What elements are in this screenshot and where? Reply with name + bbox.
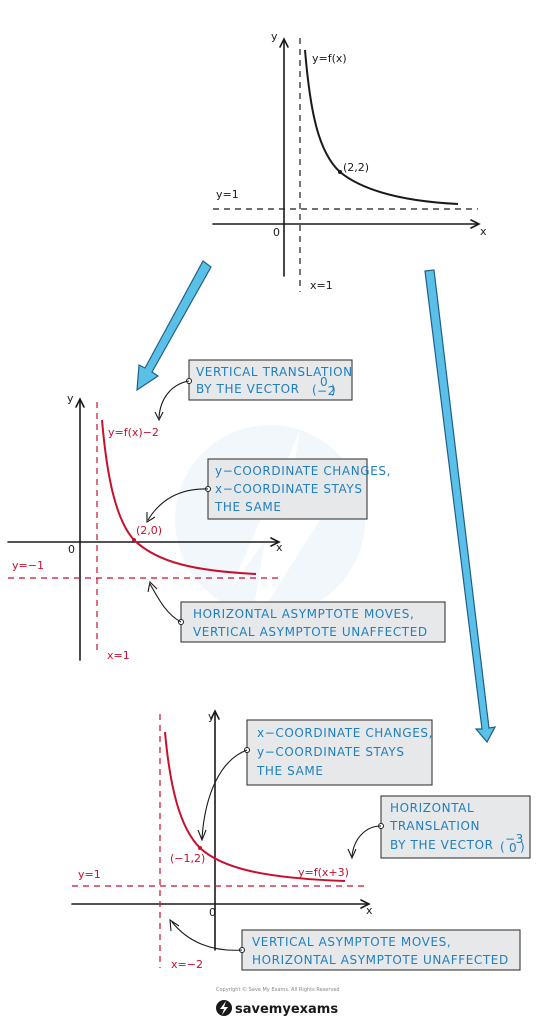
note-line-3: THE SAME <box>214 500 282 514</box>
x-axis-label: x <box>480 225 487 238</box>
arrow-to-vertical-translation <box>136 260 212 392</box>
note-x-coordinate-changes: x−COORDINATE CHANGES, y−COORDINATE STAYS… <box>197 719 433 842</box>
vector-open-paren: ( <box>500 840 505 854</box>
brand-name: savemyexams <box>235 1002 338 1017</box>
note-leader-arrowhead <box>347 848 357 860</box>
point-label: (2,0) <box>136 524 162 537</box>
vector-close-paren: ) <box>520 840 525 854</box>
note-leader <box>149 583 182 623</box>
y-axis-arrow <box>279 37 289 48</box>
note-leader <box>351 825 382 857</box>
curve-original <box>304 49 459 205</box>
horizontal-asymptote-label: y=1 <box>216 188 239 201</box>
note-line-1: HORIZONTAL ASYMPTOTE MOVES, <box>193 607 414 621</box>
y-axis-arrow <box>75 397 85 408</box>
note-line-1: x−COORDINATE CHANGES, <box>257 726 433 740</box>
note-line-2: y−COORDINATE STAYS <box>257 745 405 759</box>
note-leader <box>147 488 209 521</box>
x-axis-arrow <box>360 899 371 909</box>
note-line-1: VERTICAL ASYMPTOTE MOVES, <box>252 935 451 949</box>
vertical-asymptote-label: x=−2 <box>171 958 203 971</box>
origin-label: 0 <box>68 543 75 556</box>
brand-logo-icon <box>216 1000 232 1016</box>
horizontal-asymptote-label: y=−1 <box>12 559 44 572</box>
vector-close-paren: ) <box>331 383 336 397</box>
x-axis-label: x <box>366 904 373 917</box>
watermark-logo <box>175 425 365 630</box>
point-label: (2,2) <box>343 161 369 174</box>
graph-vertical-translation: y x 0 y=−1 x=1 (2,0) y=f(x)−2 <box>7 392 283 662</box>
vertical-asymptote-label: x=1 <box>310 279 333 292</box>
origin-label: 0 <box>273 226 280 239</box>
x-axis-arrow <box>470 219 481 229</box>
curve-label: y=f(x) <box>312 52 347 65</box>
note-line-3: BY THE VECTOR <box>390 838 494 852</box>
footer: Copyright © Save My Exams. All Rights Re… <box>216 986 340 1017</box>
note-line-1: y−COORDINATE CHANGES, <box>215 464 391 478</box>
point-label: (−1,2) <box>170 852 205 865</box>
y-axis-label: y <box>208 710 215 723</box>
note-vertical-asymptote-moves: VERTICAL ASYMPTOTE MOVES, HORIZONTAL ASY… <box>169 918 521 971</box>
point-marker <box>198 846 202 850</box>
y-axis-label: y <box>271 30 278 43</box>
curve-label: y=f(x)−2 <box>108 426 159 439</box>
point-marker <box>132 538 136 542</box>
note-leader-arrowhead <box>146 512 156 523</box>
arrow-to-horizontal-translation <box>424 269 497 744</box>
note-horizontal-asymptote-moves: HORIZONTAL ASYMPTOTE MOVES, VERTICAL ASY… <box>147 580 446 643</box>
note-leader <box>201 749 248 839</box>
vertical-asymptote-label: x=1 <box>107 649 130 662</box>
curve-label: y=f(x+3) <box>298 866 349 879</box>
note-line-2: VERTICAL ASYMPTOTE UNAFFECTED <box>193 625 428 639</box>
note-leader-arrowhead <box>154 411 164 422</box>
note-line-1: VERTICAL TRANSLATION <box>196 365 353 379</box>
note-leader-arrowhead <box>147 580 158 593</box>
point-marker <box>338 170 342 174</box>
x-axis-arrow <box>270 537 281 547</box>
note-line-2: HORIZONTAL ASYMPTOTE UNAFFECTED <box>252 953 509 967</box>
copyright-text: Copyright © Save My Exams. All Rights Re… <box>216 986 340 993</box>
note-line-3: THE SAME <box>256 764 324 778</box>
vector-bottom: −2 <box>317 384 336 398</box>
note-vertical-translation: VERTICAL TRANSLATION BY THE VECTOR ( 0 −… <box>154 359 353 422</box>
x-axis-label: x <box>276 541 283 554</box>
note-y-coordinate-changes: y−COORDINATE CHANGES, x−COORDINATE STAYS… <box>146 458 391 523</box>
graph-horizontal-translation: y x 0 y=1 x=−2 (−1,2) y=f(x+3) <box>71 709 373 971</box>
note-leader <box>158 380 190 419</box>
note-leader-arrowhead <box>169 918 180 932</box>
note-leader-arrowhead <box>197 829 207 842</box>
graph-original: y x 0 y=1 x=1 (2,2) y=f(x) <box>212 30 487 292</box>
y-axis-label: y <box>67 392 74 405</box>
note-horizontal-translation: HORIZONTAL TRANSLATION BY THE VECTOR ( −… <box>347 795 531 860</box>
horizontal-asymptote-label: y=1 <box>78 868 101 881</box>
note-line-2: BY THE VECTOR <box>196 382 300 396</box>
vector-top: −3 <box>505 832 524 846</box>
vector-bottom: 0 <box>509 841 517 855</box>
note-line-2: x−COORDINATE STAYS <box>215 482 363 496</box>
vector-top: 0 <box>320 375 328 389</box>
note-line-1: HORIZONTAL <box>390 801 474 815</box>
origin-label: 0 <box>209 906 216 919</box>
y-axis-arrow <box>210 709 220 720</box>
vector-open-paren: ( <box>312 383 317 397</box>
note-leader <box>171 921 243 951</box>
note-line-2: TRANSLATION <box>389 819 480 833</box>
